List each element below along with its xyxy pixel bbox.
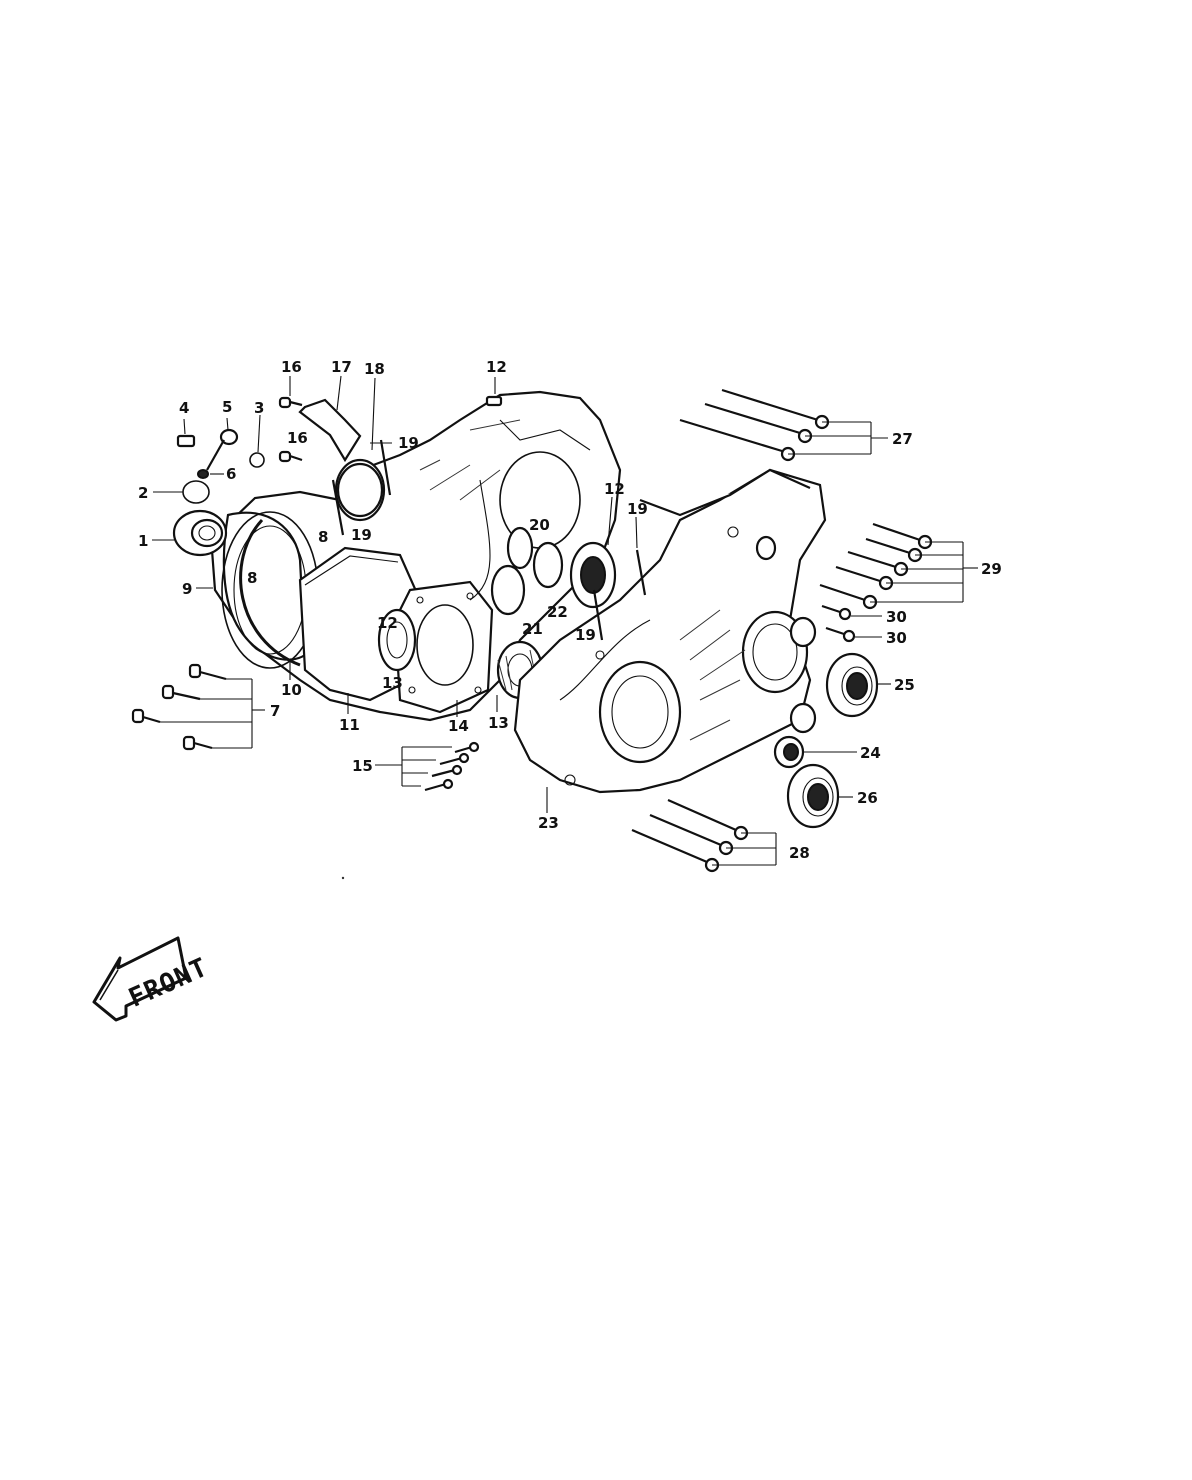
callout-25: 25 [894, 676, 915, 694]
leader-lines [152, 375, 978, 866]
callout-15: 15 [352, 757, 373, 775]
small-parts [131, 395, 503, 792]
callout-27: 27 [892, 430, 913, 448]
callout-22: 22 [547, 603, 568, 621]
callout-5: 5 [222, 398, 232, 416]
callout-8-left: 8 [247, 569, 257, 587]
callout-11: 11 [339, 716, 360, 734]
callout-19-d: 19 [575, 626, 596, 644]
callout-30-a: 30 [886, 608, 907, 626]
callout-1: 1 [138, 532, 148, 550]
callout-13-right: 13 [488, 714, 509, 732]
callout-17: 17 [331, 358, 352, 376]
callout-19-a: 19 [398, 434, 419, 452]
callout-labels: 1 2 3 4 5 6 7 8 8 9 10 11 12 12 12 13 13… [138, 358, 1002, 862]
callout-26: 26 [857, 789, 878, 807]
callout-3: 3 [254, 399, 264, 417]
callout-12-left: 12 [377, 614, 398, 632]
callout-4: 4 [179, 399, 189, 417]
callout-21: 21 [522, 620, 543, 638]
callout-6: 6 [226, 465, 236, 483]
callout-23: 23 [538, 814, 559, 832]
callout-8-right: 8 [318, 528, 328, 546]
studs [331, 439, 647, 641]
callout-18: 18 [364, 360, 385, 378]
callout-10: 10 [281, 681, 302, 699]
bearings [773, 652, 879, 829]
callout-16-bottom: 16 [287, 429, 308, 447]
callout-28: 28 [789, 844, 810, 862]
callout-16-top: 16 [281, 358, 302, 376]
right-crankcase [513, 468, 827, 794]
crank-bearings [490, 526, 617, 700]
callout-24: 24 [860, 744, 881, 762]
stray-dot [341, 876, 345, 880]
front-arrow: FRONT [92, 936, 213, 1022]
callout-19-b: 19 [351, 526, 372, 544]
callout-20: 20 [529, 516, 550, 534]
callout-29: 29 [981, 560, 1002, 578]
left-crankcase [210, 390, 622, 722]
callout-9: 9 [182, 580, 192, 598]
callout-2: 2 [138, 484, 148, 502]
callout-19-c: 19 [627, 500, 648, 518]
callout-14: 14 [448, 717, 469, 735]
callout-30-b: 30 [886, 629, 907, 647]
callout-7: 7 [270, 702, 280, 720]
callout-12-right: 12 [604, 480, 625, 498]
callout-12-top: 12 [486, 358, 507, 376]
callout-13-left: 13 [382, 674, 403, 692]
